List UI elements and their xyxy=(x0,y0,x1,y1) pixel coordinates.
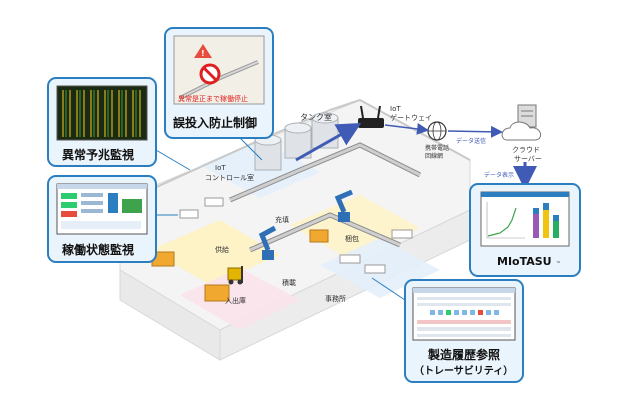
data-display-label: データ表示 xyxy=(484,171,514,179)
globe-icon: 携帯電話 回線網 xyxy=(425,121,449,160)
label-office: 事務所 xyxy=(325,294,346,303)
gateway-label-1: IoT xyxy=(390,105,401,113)
forklift-icon xyxy=(227,266,243,285)
supply-zone xyxy=(150,220,280,285)
conveyors xyxy=(229,142,422,253)
miotasu-monitor: MIoTASU ™ xyxy=(469,183,581,277)
data-send-label: データ送信 xyxy=(456,137,486,145)
callout-history-title: 製造履歴参照 xyxy=(427,347,500,362)
callout-misinput: ! 異常是正まで稼働停止 誤投入防止制御 xyxy=(164,27,274,161)
data-arrows: データ送信 データ表示 xyxy=(295,122,537,190)
mobile-label-1: 携帯電話 xyxy=(425,144,449,152)
robot-arm-icon xyxy=(258,189,353,260)
cloud-server-icon: クラウド サーバー xyxy=(501,104,542,163)
prohibited-icon xyxy=(199,63,221,85)
svg-text:!: ! xyxy=(201,49,205,58)
callout-operation: 稼働状態監視 xyxy=(47,175,178,263)
callout-history-subtitle: （トレーサビリティ） xyxy=(414,364,513,377)
label-supply: 供給 xyxy=(215,245,229,254)
callout-misinput-title: 誤投入防止制御 xyxy=(173,115,257,130)
iot-gateway: IoT ゲートウェイ xyxy=(358,105,432,128)
warning-icon: ! xyxy=(194,44,212,58)
inout-zone xyxy=(180,268,300,330)
callout-anomaly-title: 異常予兆監視 xyxy=(62,147,134,162)
pallet-boxes xyxy=(151,229,329,302)
label-control-room-2: コントロール室 xyxy=(205,173,254,182)
label-control-room-1: IoT xyxy=(215,164,226,172)
gateway-label-2: ゲートウェイ xyxy=(390,113,432,122)
cloud-label-1: クラウド xyxy=(512,146,540,154)
misinput-caption: 異常是正まで稼働停止 xyxy=(178,94,248,103)
area-labels: タンク室 IoT コントロール室 充填 供給 梱包 積載 入出庫 事務所 xyxy=(205,112,359,305)
callout-history: 製造履歴参照 （トレーサビリティ） xyxy=(371,277,524,383)
label-filling: 充填 xyxy=(275,215,289,224)
mobile-label-2: 回線網 xyxy=(425,152,443,160)
callout-operation-title: 稼働状態監視 xyxy=(62,242,134,257)
callout-anomaly: 異常予兆監視 xyxy=(47,77,191,171)
label-loading: 積載 xyxy=(282,278,296,287)
cloud-label-2: サーバー xyxy=(514,155,542,163)
label-inout: 入出庫 xyxy=(225,296,246,305)
brand-trademark: ™ xyxy=(556,261,561,267)
office-desks xyxy=(179,197,413,274)
label-tank-room: タンク室 xyxy=(300,112,332,122)
brand-name: MIoTASU xyxy=(497,255,552,268)
label-packing: 梱包 xyxy=(345,234,359,243)
